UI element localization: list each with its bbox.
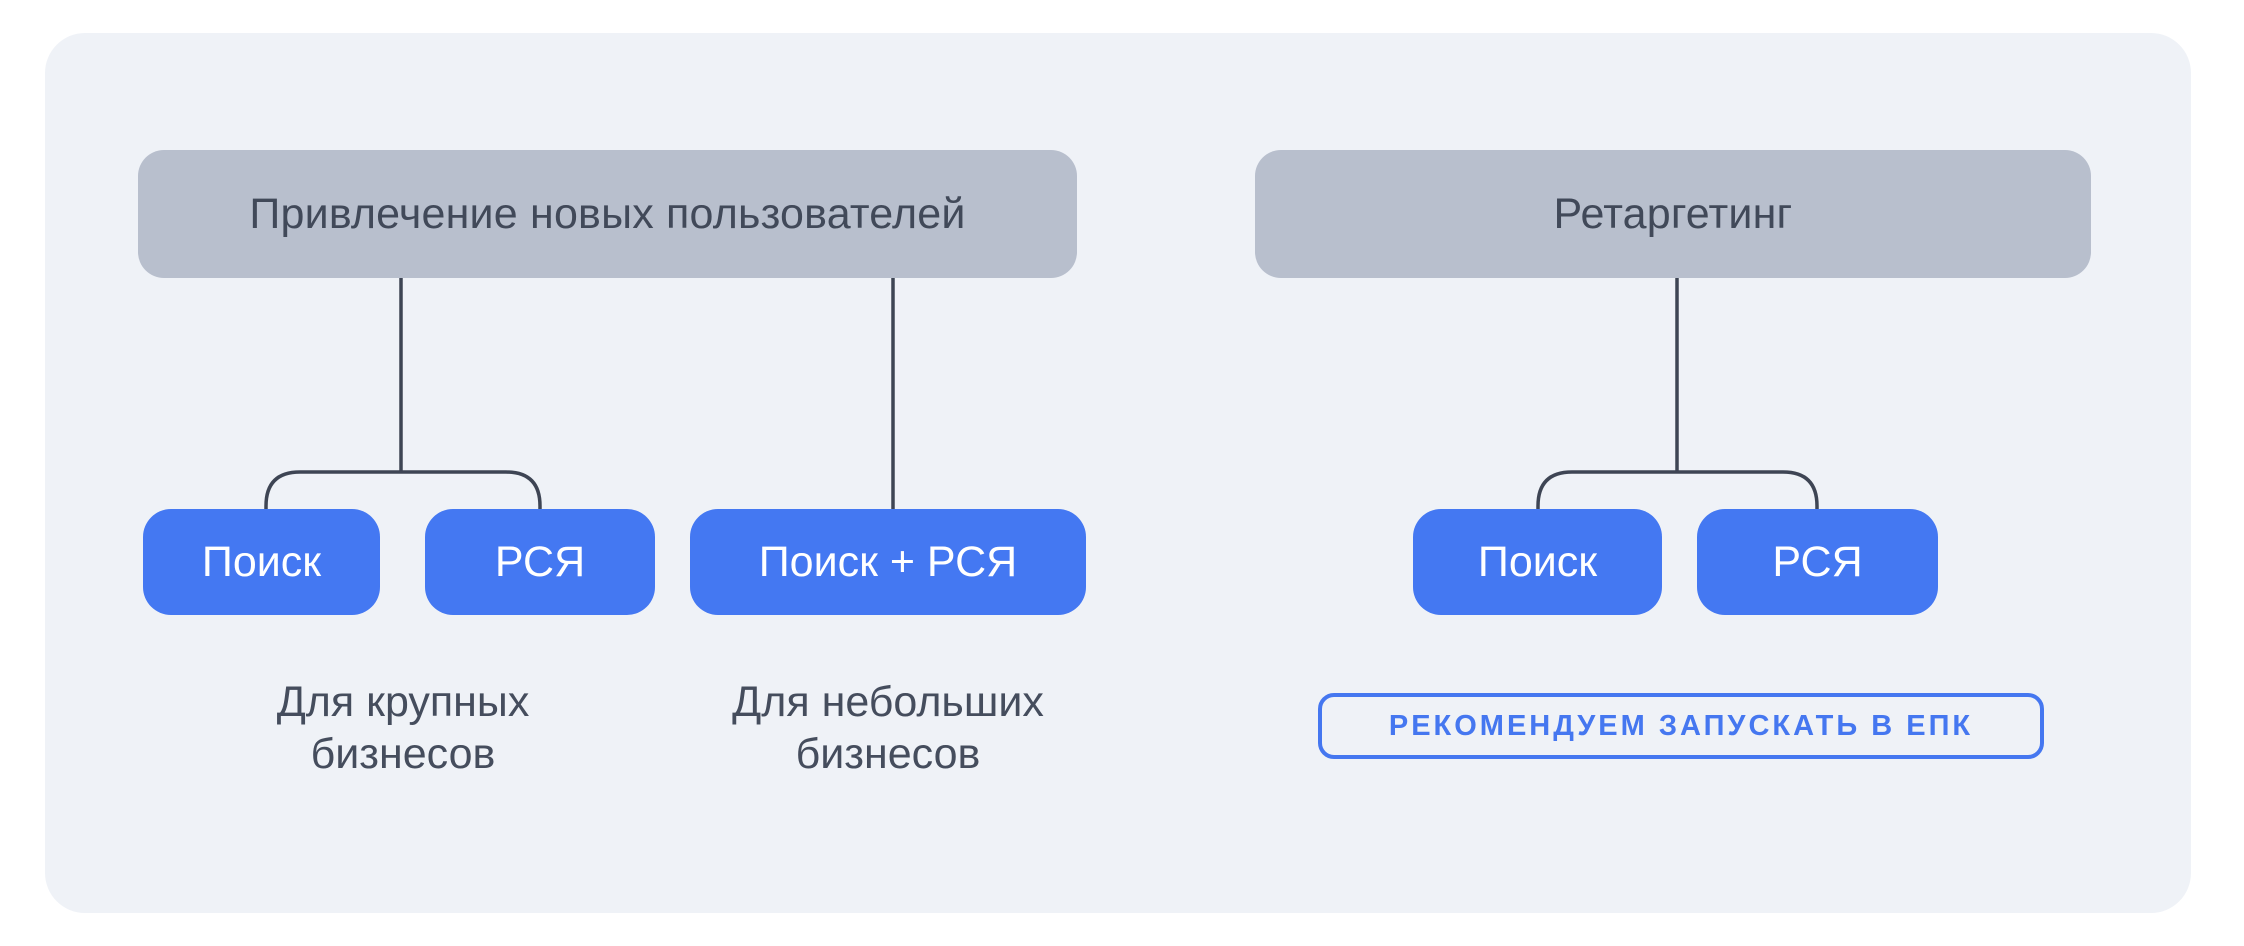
header-retargeting: Ретаргетинг	[1255, 150, 2091, 278]
node-search-plus-rsya: Поиск + РСЯ	[690, 509, 1086, 615]
node-search-right: Поиск	[1413, 509, 1662, 615]
header-new-users: Привлечение новых пользователей	[138, 150, 1077, 278]
node-search-left: Поиск	[143, 509, 380, 615]
node-rsya-right: РСЯ	[1697, 509, 1938, 615]
node-rsya-left: РСЯ	[425, 509, 655, 615]
epk-recommendation-badge: РЕКОМЕНДУЕМ ЗАПУСКАТЬ В ЕПК	[1318, 693, 2044, 759]
caption-small-business: Для небольших бизнесов	[732, 678, 1044, 778]
caption-large-business: Для крупных бизнесов	[276, 678, 530, 778]
